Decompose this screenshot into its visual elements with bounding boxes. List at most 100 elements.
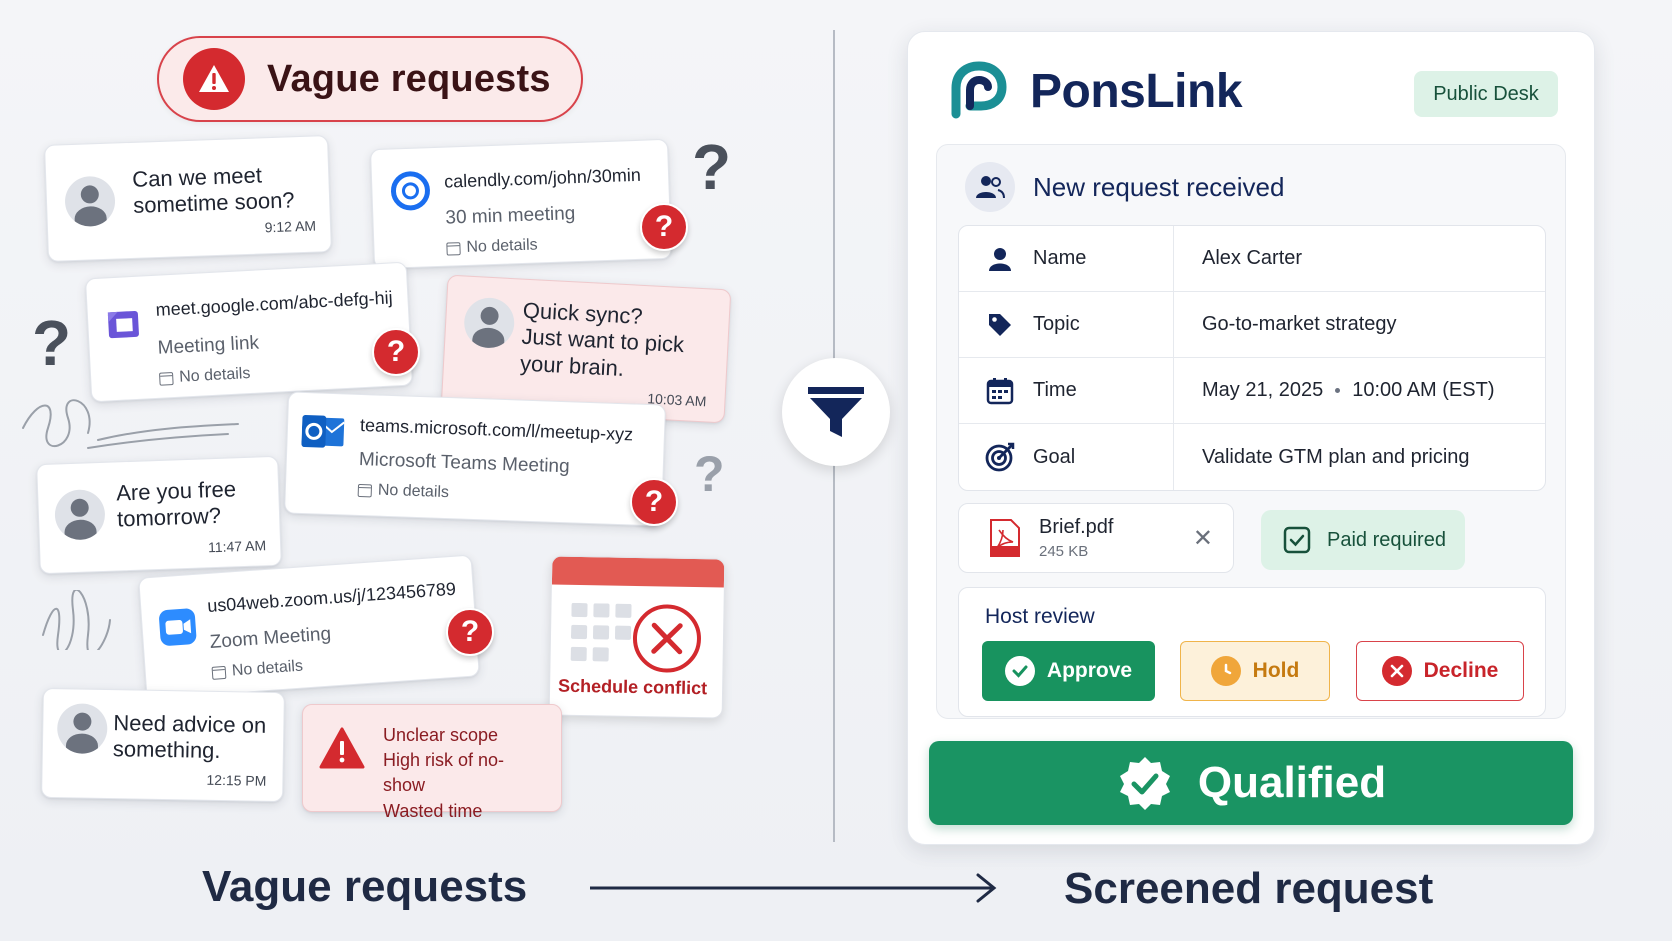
right-bottom-label: Screened request [1064, 864, 1434, 913]
zoom-icon [157, 607, 198, 653]
field-key: Goal [1033, 445, 1076, 468]
no-details: No details [357, 481, 449, 502]
field-key: Time [1033, 379, 1077, 401]
chat-card-4: Need advice on something. 12:15 PM [41, 687, 285, 803]
chat-time: 11:47 AM [207, 537, 267, 556]
field-value: Alex Carter [1202, 247, 1303, 269]
request-title-text: New request received [1033, 171, 1285, 202]
field-key: Topic [1033, 313, 1080, 335]
attachment-card[interactable]: Brief.pdf 245 KB ✕ [958, 503, 1234, 573]
link-card-google-meet: meet.google.com/abc-defg-hij Meeting lin… [84, 261, 414, 403]
question-mark-icon: ? [32, 307, 72, 379]
question-badge: ? [446, 608, 494, 656]
tag-icon [981, 312, 1019, 338]
warning-icon [183, 48, 245, 110]
field-value-time: 10:00 AM (EST) [1352, 379, 1495, 401]
target-icon [981, 442, 1019, 472]
no-details: No details [446, 236, 538, 257]
link-card-zoom: us04web.zoom.us/j/123456789 Zoom Meeting… [138, 554, 480, 700]
field-row-name: Name Alex Carter [959, 226, 1545, 292]
host-review-title: Host review [985, 605, 1095, 628]
warning-triangle-icon [319, 727, 365, 769]
brand: PonsLink [946, 60, 1243, 122]
pdf-file-icon [990, 519, 1020, 557]
link-card-teams: teams.microsoft.com/l/meetup-xyz Microso… [283, 391, 667, 527]
risk-line: Wasted time [383, 800, 483, 821]
link-url[interactable]: meet.google.com/abc-defg-hij [155, 287, 394, 320]
calendar-mini-icon [446, 241, 461, 256]
checkbox-icon [1283, 526, 1311, 554]
link-url[interactable]: calendly.com/john/30min [443, 164, 642, 192]
chat-line: something. [112, 736, 221, 764]
request-details-table: Name Alex Carter Topic Go-to-market stra… [958, 225, 1546, 491]
vague-requests-header: Vague requests [157, 36, 583, 122]
no-details: No details [158, 365, 251, 388]
avatar [462, 296, 516, 350]
outlook-icon [301, 411, 347, 458]
brand-name: PonsLink [1030, 64, 1243, 118]
file-size: 245 KB [1039, 543, 1089, 560]
scribble-decoration [22, 399, 239, 449]
field-row-topic: Topic Go-to-market strategy [959, 292, 1545, 358]
avatar [54, 488, 106, 541]
field-value: Validate GTM plan and pricing [1202, 445, 1470, 468]
avatar [56, 703, 108, 755]
schedule-conflict-calendar: Schedule conflict [548, 555, 726, 719]
link-card-calendly: calendly.com/john/30min 30 min meeting N… [369, 138, 673, 270]
qualified-banner: Qualified [929, 741, 1573, 825]
link-url[interactable]: us04web.zoom.us/j/123456789 [206, 578, 457, 617]
field-key: Name [1033, 247, 1087, 269]
request-title: New request received [965, 162, 1284, 212]
calendar-grid-icon [570, 602, 632, 662]
link-url[interactable]: teams.microsoft.com/l/meetup-xyz [359, 414, 634, 445]
avatar [64, 175, 116, 228]
person-icon [981, 246, 1019, 272]
conflict-x-icon [632, 604, 701, 673]
paid-required-label: Paid required [1327, 528, 1446, 551]
chat-card-1: Can we meet sometime soon? 9:12 AM [44, 135, 332, 262]
header-title: Vague requests [267, 57, 551, 100]
chat-line: sometime soon? [132, 187, 295, 219]
question-badge: ? [372, 328, 420, 376]
chat-time: 9:12 AM [264, 217, 317, 236]
scribble-decoration [42, 590, 111, 650]
field-row-time: Time May 21, 2025 10:00 AM (EST) [959, 358, 1545, 424]
check-circle-icon [1004, 656, 1035, 686]
link-subtitle: 30 min meeting [445, 203, 576, 229]
risk-line: Unclear scope [383, 725, 499, 745]
google-meet-icon [106, 307, 142, 348]
left-bottom-label: Vague requests [202, 862, 528, 911]
paid-required-badge: Paid required [1261, 510, 1465, 570]
chat-line: Need advice on [113, 710, 267, 738]
field-value: Go-to-market strategy [1202, 313, 1397, 335]
x-circle-icon [1381, 656, 1412, 686]
calendar-icon [981, 377, 1019, 405]
calendar-mini-icon [211, 665, 227, 680]
field-value: May 21, 2025 [1202, 379, 1324, 401]
clock-icon [1210, 656, 1241, 686]
link-subtitle: Microsoft Teams Meeting [358, 448, 570, 478]
arrow-right-icon [590, 873, 997, 903]
link-subtitle: Meeting link [157, 332, 260, 359]
public-desk-badge: Public Desk [1414, 71, 1558, 117]
ponslink-logo-icon [951, 61, 1007, 119]
no-details: No details [211, 658, 303, 682]
link-subtitle: Zoom Meeting [209, 623, 332, 653]
question-badge: ? [630, 478, 678, 526]
risk-warning-card: Unclear scope High risk of no-show Waste… [302, 704, 562, 821]
qualified-label: Qualified [1197, 758, 1387, 807]
hold-button[interactable]: Hold [1180, 641, 1330, 701]
close-icon[interactable]: ✕ [1192, 525, 1213, 552]
question-badge: ? [640, 203, 688, 251]
chat-time: 12:15 PM [206, 771, 267, 789]
verified-badge-icon [1119, 757, 1170, 810]
chat-card-3: Are you free tomorrow? 11:47 AM [36, 455, 282, 575]
decline-button[interactable]: Decline [1356, 641, 1524, 701]
approve-button[interactable]: Approve [982, 641, 1155, 701]
users-icon [965, 162, 1015, 212]
separator-dot [1335, 388, 1341, 393]
conflict-label: Schedule conflict [557, 675, 708, 699]
chat-line: tomorrow? [116, 503, 222, 532]
question-mark-icon: ? [694, 446, 725, 502]
filter-funnel [782, 358, 890, 466]
